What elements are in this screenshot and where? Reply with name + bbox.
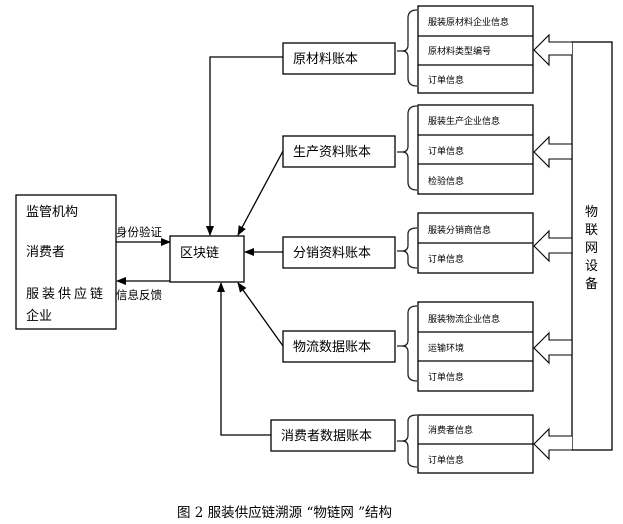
ledger-distribution: 分销资料账本 [282, 236, 396, 269]
hollow-arrow-icon [533, 331, 573, 365]
info-item: 订单信息 [428, 371, 464, 383]
hollow-arrow-icon [533, 135, 573, 169]
info-group-production: 服装生产企业信息 订单信息 检验信息 [417, 104, 534, 195]
info-item: 原材料类型编号 [428, 45, 491, 57]
brace-icon [397, 305, 418, 382]
hollow-arrow-icon [533, 427, 572, 461]
hollow-arrow-icon [533, 229, 573, 263]
ledger-connectors [206, 56, 284, 436]
info-item: 服装物流企业信息 [428, 313, 500, 325]
brace-icon [397, 227, 418, 269]
iot-arrows [533, 33, 573, 461]
stakeholder-regulator: 监管机构 [26, 205, 78, 220]
info-feedback-arrow: 信息反馈 [116, 277, 170, 302]
ledger-label: 原材料账本 [293, 52, 358, 67]
stakeholder-enterprise-1: 服装供应链 [26, 286, 106, 302]
connector-logistics [237, 282, 284, 347]
identity-verification-arrow: 身份验证 [116, 225, 171, 246]
iot-char: 联 [585, 223, 598, 238]
info-item: 服装原材料企业信息 [428, 16, 509, 28]
ledger-logistics: 物流数据账本 [282, 330, 396, 363]
ledger-raw-material: 原材料账本 [282, 42, 396, 75]
info-group-raw-material: 服装原材料企业信息 原材料类型编号 订单信息 [417, 5, 534, 94]
info-item: 消费者信息 [428, 424, 473, 436]
ledger-label: 物流数据账本 [293, 340, 371, 355]
info-item: 订单信息 [428, 74, 464, 86]
connector-raw-material [206, 56, 283, 236]
iot-char: 物 [585, 205, 598, 220]
info-item: 订单信息 [428, 253, 464, 265]
iot-char: 网 [585, 241, 598, 256]
figure-caption: 图 2 服装供应链溯源 “物链网 ”结构 [177, 504, 392, 521]
info-group-logistics: 服装物流企业信息 运输环境 订单信息 [417, 301, 534, 392]
ledger-consumer: 消费者数据账本 [270, 419, 396, 452]
info-item: 订单信息 [428, 454, 464, 466]
info-item: 服装分销商信息 [428, 224, 491, 236]
brace-icon [397, 105, 418, 191]
stakeholder-enterprise-2: 企业 [26, 308, 52, 324]
hollow-arrow-icon [533, 33, 572, 67]
ledger-label: 分销资料账本 [293, 246, 371, 261]
info-item: 订单信息 [428, 145, 464, 157]
ledger-production: 生产资料账本 [282, 135, 396, 168]
iot-char: 设 [585, 259, 598, 274]
info-item: 运输环境 [428, 342, 464, 354]
info-group-consumer: 消费者信息 订单信息 [417, 414, 534, 474]
info-item: 检验信息 [428, 175, 464, 187]
brace-icon [397, 414, 418, 468]
iot-char: 备 [585, 276, 598, 292]
braces [397, 9, 418, 468]
brace-icon [397, 9, 418, 87]
connector-production [237, 150, 284, 236]
stakeholders-box: 监管机构 消费者 服装供应链 企业 [15, 194, 117, 330]
iot-device-box: 物 联 网 设 备 [571, 41, 613, 451]
stakeholder-consumer: 消费者 [26, 245, 65, 260]
identity-verification-label: 身份验证 [116, 225, 162, 239]
info-item: 服装生产企业信息 [428, 115, 500, 127]
info-group-distribution: 服装分销商信息 订单信息 [417, 212, 534, 274]
ledger-label: 消费者数据账本 [281, 429, 372, 444]
info-feedback-label: 信息反馈 [116, 288, 162, 302]
ledger-label: 生产资料账本 [293, 145, 371, 160]
blockchain-box: 区块链 [169, 235, 245, 283]
blockchain-label: 区块链 [180, 246, 219, 261]
connector-consumer [217, 282, 271, 436]
